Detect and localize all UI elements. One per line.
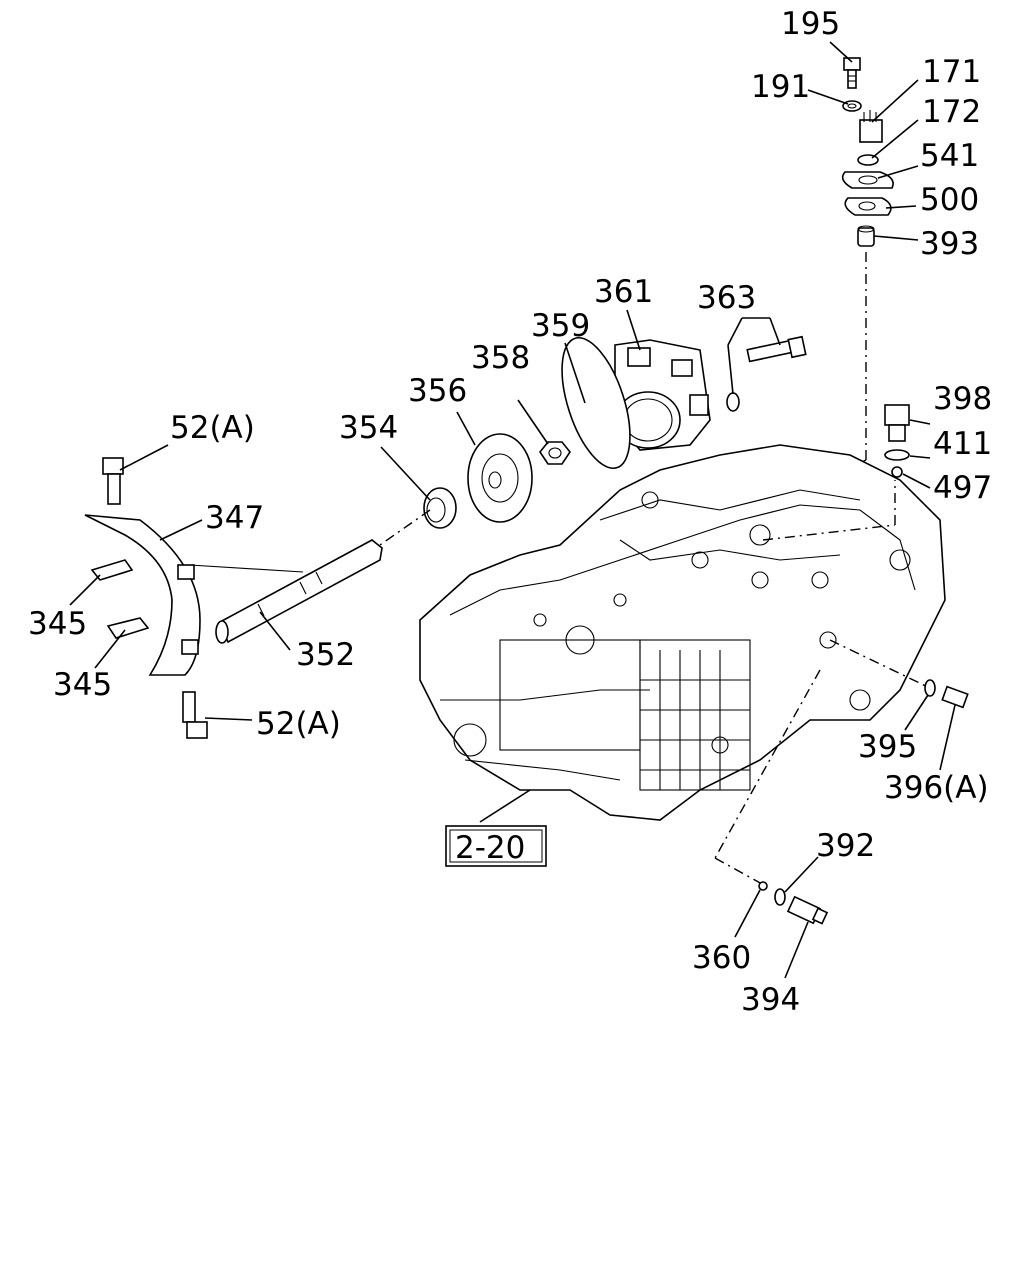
callout-195: 195 [781,6,840,42]
leader-lines [69,41,956,979]
callout-500: 500 [920,182,979,218]
center-line-398 [762,524,896,541]
shoe-345-bottom [106,617,150,639]
callout-345-top: 345 [28,606,87,642]
ball-360 [758,881,768,891]
nut-358 [539,441,571,465]
oring-359 [561,336,631,470]
callout-541: 541 [920,138,979,174]
bolt-195 [843,57,861,89]
gasket-500 [844,197,892,216]
seal-354 [423,487,457,529]
bolt-52a-top [102,457,124,505]
ball-497 [891,466,903,478]
sensor-171 [859,110,883,143]
callout-360: 360 [692,940,751,976]
callout-396a: 396(A) [884,770,989,806]
center-line-360 [714,669,821,859]
callout-356: 356 [408,373,467,409]
reference-box-label: 2-20 [455,830,525,866]
bolt-52a-bottom [182,691,208,739]
sleeve-393 [857,225,875,247]
callout-354: 354 [339,410,398,446]
callout-352: 352 [296,637,355,673]
center-line-shaft [379,509,431,546]
flange-356 [467,433,533,523]
reference-box-2-20[interactable]: 2-20 [445,825,547,867]
switch-394 [786,895,829,925]
housing-361 [614,339,711,451]
switch-398 [884,404,910,442]
callout-171: 171 [922,54,981,90]
callout-394: 394 [741,982,800,1018]
callout-172: 172 [922,94,981,130]
plug-396a [941,685,969,709]
center-line-395 [829,639,931,689]
line-fork-shaft [189,564,304,573]
callout-358: 358 [471,340,530,376]
callout-395: 395 [858,729,917,765]
callout-398: 398 [933,381,992,417]
callout-347: 347 [205,500,264,536]
callout-497: 497 [933,470,992,506]
oring-395 [924,679,936,697]
callout-52a-top: 52(A) [170,410,255,446]
callout-361: 361 [594,274,653,310]
callout-363: 363 [697,280,756,316]
bolt-363 [726,335,807,412]
callout-191: 191 [751,69,810,105]
shaft-352 [215,539,383,644]
callout-52a-bottom: 52(A) [256,706,341,742]
callout-411: 411 [933,426,992,462]
callout-393: 393 [920,226,979,262]
callout-359: 359 [531,308,590,344]
callout-345-bottom: 345 [53,667,112,703]
transmission-case [419,444,946,821]
center-line-360-b [714,857,763,885]
callout-392: 392 [816,828,875,864]
fork-347 [84,514,201,676]
oring-411 [884,449,910,461]
oring-392 [774,888,786,906]
flange-541 [841,171,894,189]
